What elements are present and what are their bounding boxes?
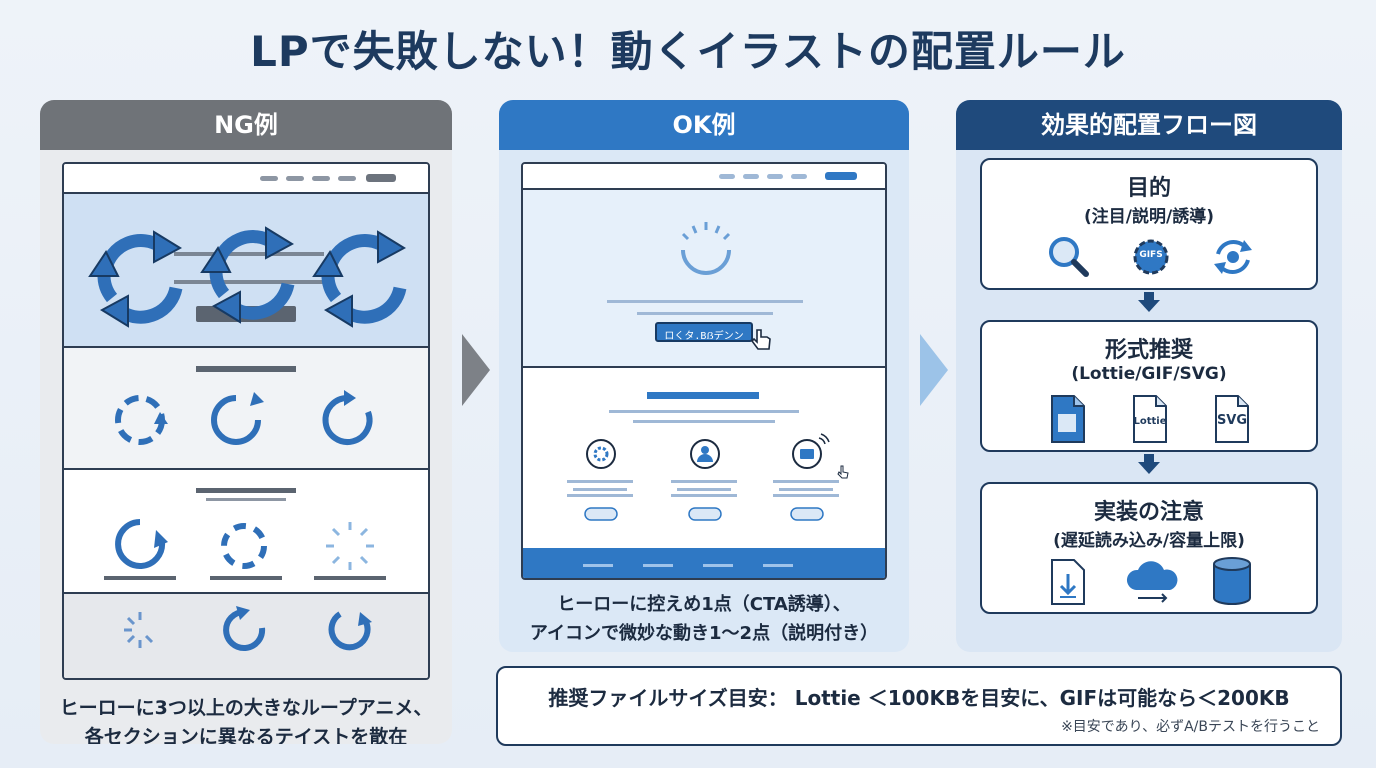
- ok-caption: ヒーローに控えめ1点（CTA誘導）、 アイコンで微妙な動き1〜2点（説明付き）: [529, 594, 879, 644]
- loop-icons-row: [124, 606, 372, 651]
- hand-cursor-icon: [750, 329, 771, 350]
- arrow-right-icon: [462, 334, 490, 406]
- ok-header: OK例: [499, 100, 909, 150]
- ok-feature-section: [523, 368, 885, 548]
- arrow-right-icon: [920, 334, 948, 406]
- ng-mock-page: [62, 162, 430, 680]
- ok-hero-section: ロくタ.Bẞデンン: [523, 190, 885, 368]
- ng-section-4: [64, 594, 428, 678]
- ng-topbar: [64, 164, 428, 194]
- ng-caption: ヒーローに3つ以上の大きなループアニメ、 各セクションに異なるテイストを散在: [59, 697, 433, 744]
- loop-arrows-icon: [82, 212, 412, 342]
- note-main: 推奨ファイルサイズ目安： Lottie ＜100KBを目安に、GIFは可能なら＜…: [548, 686, 1290, 710]
- gear-icon: [1133, 239, 1169, 275]
- page-title: LPで失敗しない！動くイラストの配置ルール: [250, 27, 1126, 76]
- gif-file-icon: [1051, 395, 1085, 443]
- ng-hero-section: [64, 194, 428, 348]
- ng-header: NG例: [40, 100, 452, 150]
- flow-panel: 効果的配置フロー図 目的 (注目/説明/誘導) GIFS 形式推奨 (Lotti…: [956, 100, 1342, 652]
- mixed-loop-icons: [104, 519, 386, 580]
- ok-mock-page: ロくタ.Bẞデンン: [521, 162, 887, 580]
- cta-label: ロくタ.Bẞデンン: [664, 331, 744, 342]
- flow-step-implementation: 実装の注意 (遅延読み込み/容量上限): [980, 482, 1318, 614]
- gear-label: GIFS: [1139, 250, 1163, 260]
- step-sub: (注目/説明/誘導): [1084, 207, 1214, 227]
- flow-header: 効果的配置フロー図: [956, 100, 1342, 150]
- feature-icons: [567, 433, 849, 521]
- step-title: 形式推奨: [1104, 338, 1193, 363]
- flow-step-purpose: 目的 (注目/説明/誘導) GIFS: [980, 158, 1318, 290]
- ng-section-3: [64, 470, 428, 594]
- database-icon: [1213, 557, 1251, 605]
- ng-section-2: [64, 348, 428, 470]
- step-sub: (遅延読み込み/容量上限): [1053, 531, 1245, 551]
- step-title: 目的: [1126, 176, 1171, 201]
- smile-loader-icon: [681, 222, 731, 275]
- ng-panel: NG例: [40, 100, 452, 744]
- flow-step-format: 形式推奨 (Lottie/GIF/SVG) Lottie SVG: [980, 320, 1318, 452]
- svg-label: SVG: [1216, 413, 1248, 428]
- dashed-loop-icons: [115, 390, 373, 445]
- lottie-file-icon: [1133, 395, 1167, 443]
- svg-file-icon: [1215, 395, 1249, 443]
- step-title: 実装の注意: [1093, 500, 1204, 525]
- lottie-label: Lottie: [1133, 416, 1167, 427]
- ok-panel: OK例 ロくタ.Bẞデンン: [499, 100, 909, 652]
- file-size-note: 推奨ファイルサイズ目安： Lottie ＜100KBを目安に、GIFは可能なら＜…: [496, 666, 1342, 746]
- ok-footer: [523, 548, 885, 578]
- ok-topbar: [523, 164, 885, 190]
- download-file-icon: [1051, 559, 1085, 605]
- search-icon: [1049, 237, 1089, 277]
- cloud-icon: [1126, 561, 1178, 603]
- refresh-icon: [1214, 240, 1252, 274]
- cta-button[interactable]: ロくタ.Bẞデンン: [655, 322, 753, 342]
- step-sub: (Lottie/GIF/SVG): [1071, 364, 1227, 384]
- note-sub: ※目安であり、必ずA/Bテストを行うこと: [1061, 719, 1320, 735]
